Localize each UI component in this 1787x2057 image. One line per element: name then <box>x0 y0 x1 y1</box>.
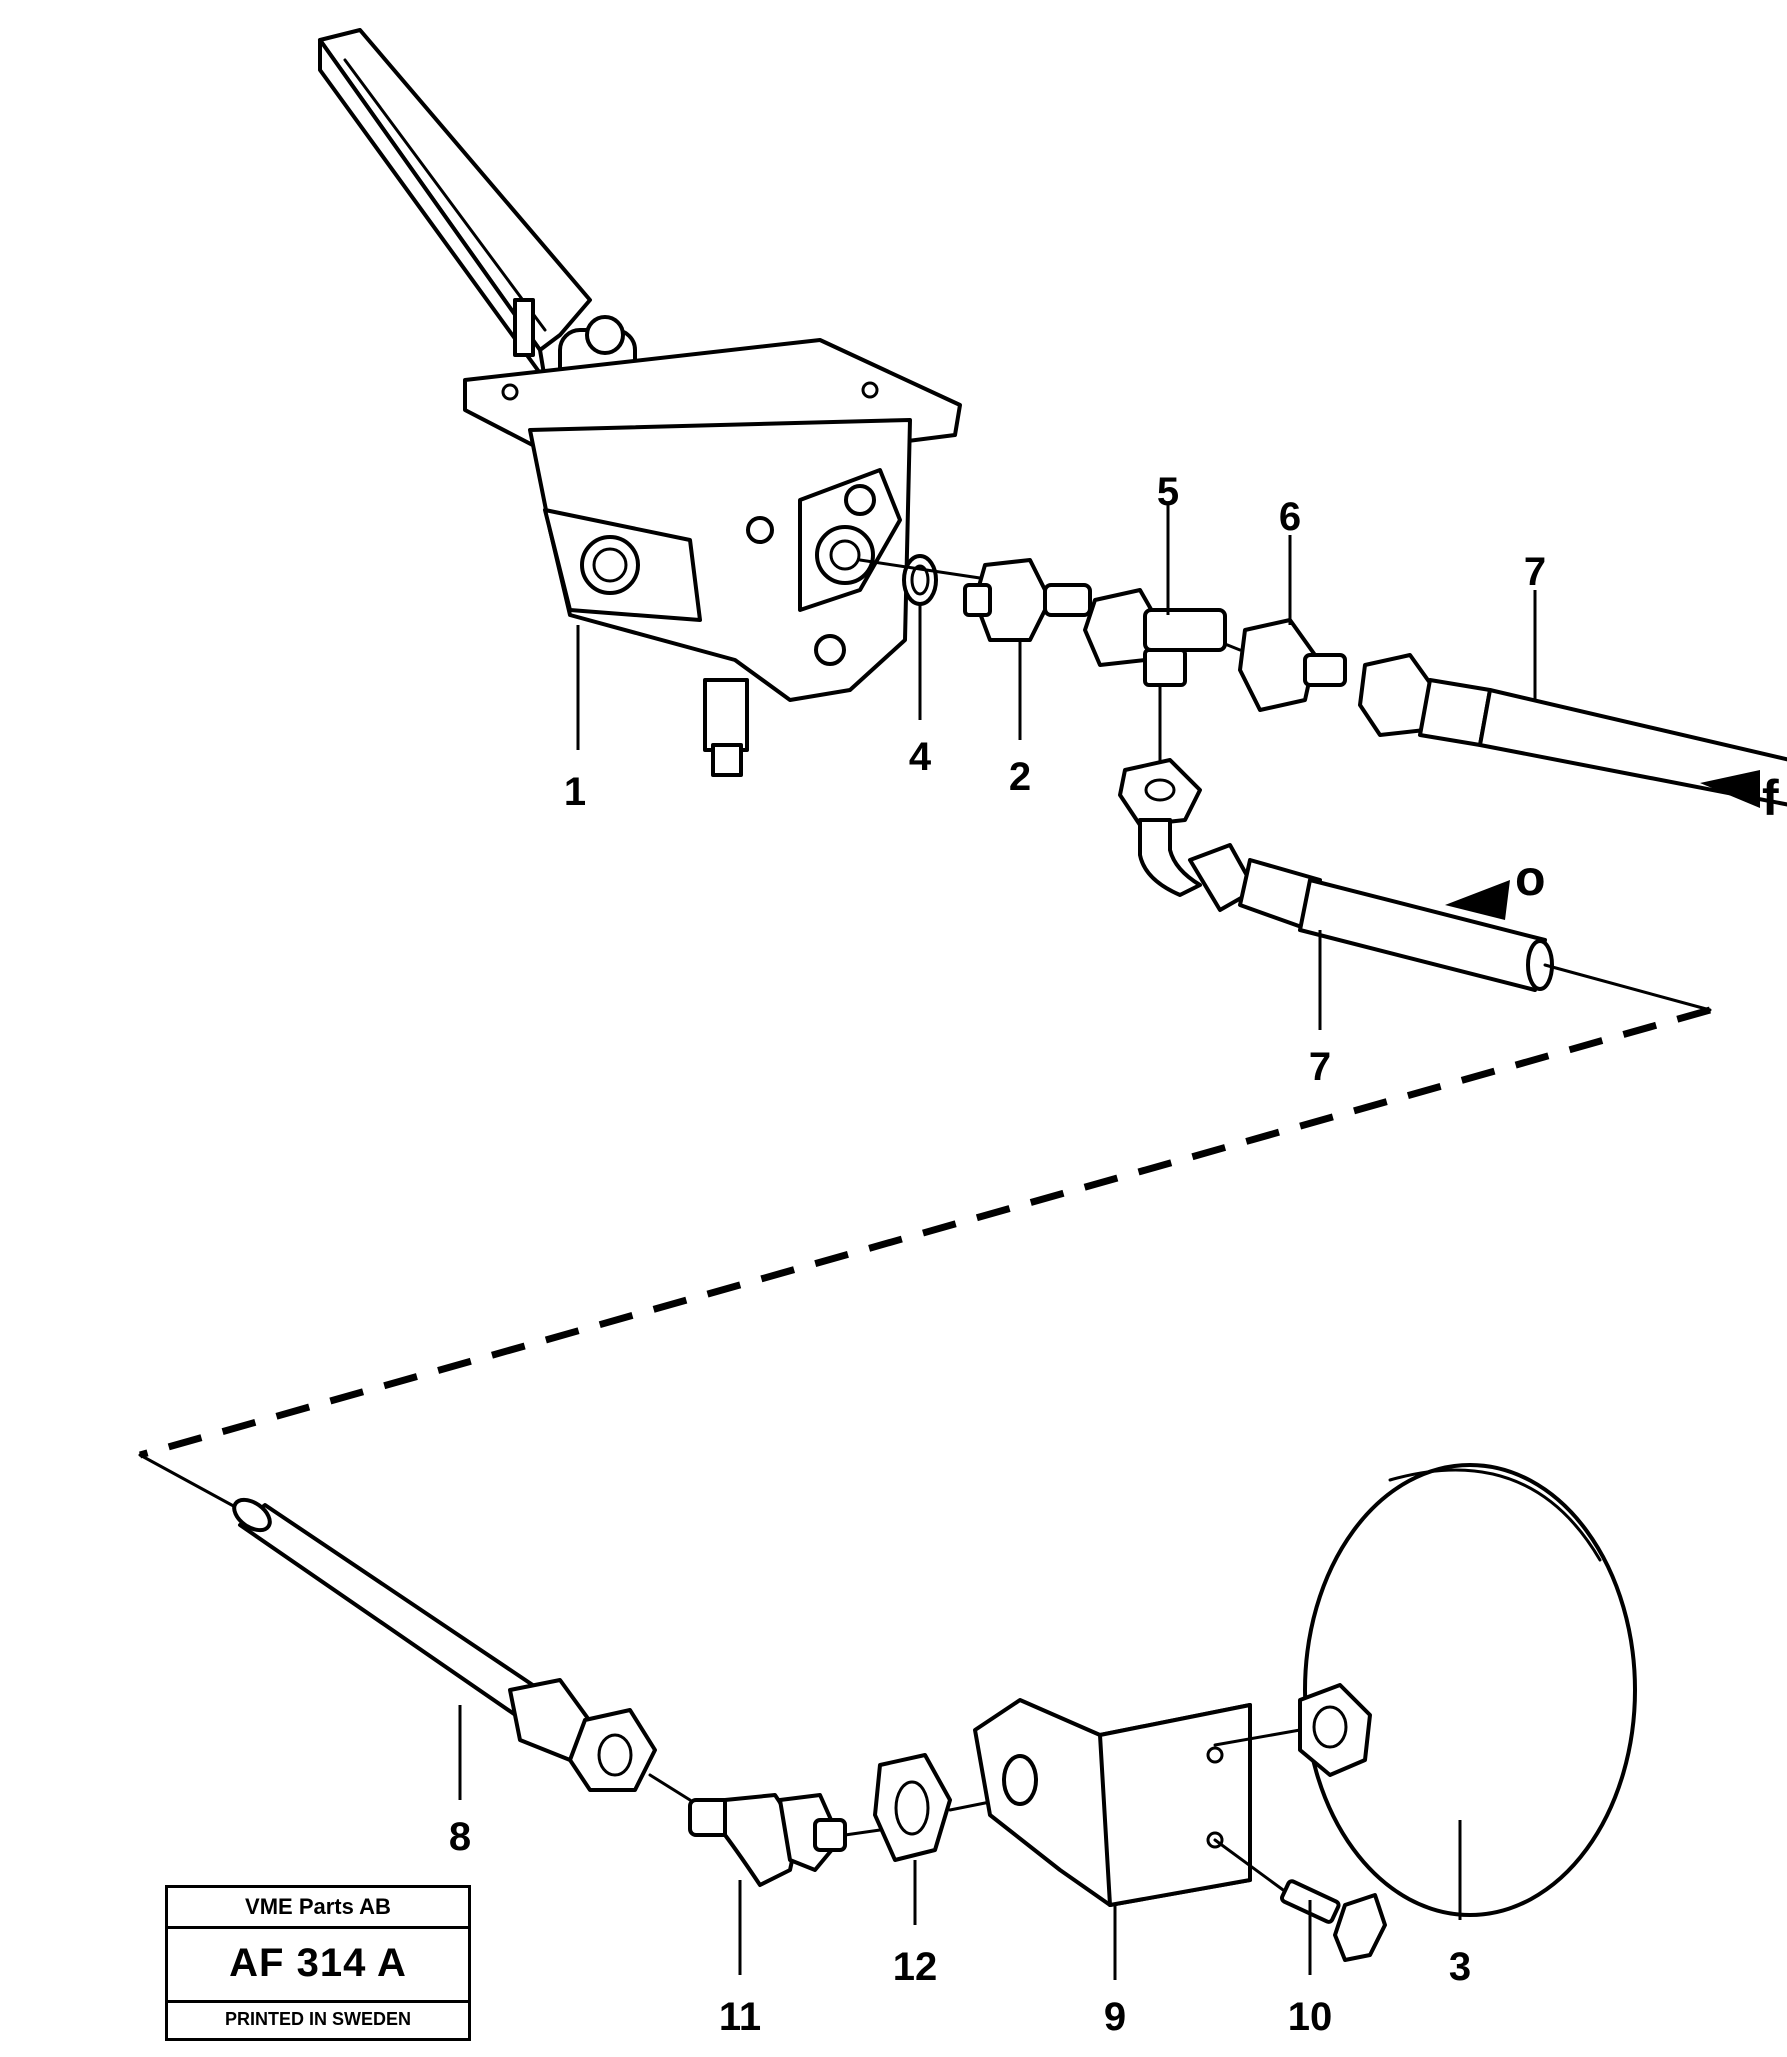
callout-7-upper: 7 <box>1309 1045 1331 1089</box>
callout-11: 11 <box>719 1995 761 2039</box>
callout-4: 5 <box>1157 470 1179 514</box>
company-name: VME Parts AB <box>168 1888 468 1929</box>
callout-7-lower: 8 <box>449 1815 471 1859</box>
elbow-fitting: 11 <box>688 1793 847 2039</box>
hose-part-6: 7 f <box>1358 550 1787 826</box>
brake-valve-assembly: 1 <box>318 28 962 814</box>
hose-continuation-dashed <box>139 1006 1711 1459</box>
callout-8: 9 <box>1104 1995 1126 2039</box>
lock-nut: 12 <box>873 1753 952 1989</box>
hose-part-7-upper: 7 o <box>1118 683 1712 1089</box>
callout-6: 7 <box>1524 550 1546 594</box>
flow-marker-o: o <box>1515 850 1546 906</box>
nut-part-5: 6 <box>1238 495 1347 712</box>
bolt: 10 <box>1213 1838 1387 2039</box>
callout-3: 4 <box>909 735 932 779</box>
callout-9: 10 <box>1288 1995 1333 2039</box>
flow-marker-f: f <box>1762 770 1779 826</box>
callout-1: 1 <box>564 770 586 814</box>
callout-5: 6 <box>1279 495 1301 539</box>
o-ring-part: 4 <box>902 554 938 779</box>
tee-union: 5 <box>1083 470 1227 687</box>
mounting-bracket: 9 <box>973 1698 1252 2039</box>
callout-12: 12 <box>893 1945 938 1989</box>
callout-10: 3 <box>1449 1945 1471 1989</box>
title-block: VME Parts AB AF 314 A PRINTED IN SWEDEN <box>165 1885 471 2041</box>
printed-note: PRINTED IN SWEDEN <box>224 2009 411 2029</box>
hose-part-7-lower: 8 <box>138 1453 657 1859</box>
adapter-fitting: 2 <box>963 558 1092 799</box>
diagram-code: AF 314 A <box>168 1926 468 2003</box>
callout-2: 2 <box>1009 755 1031 799</box>
accumulator-sphere: 3 <box>1298 1463 1637 1989</box>
